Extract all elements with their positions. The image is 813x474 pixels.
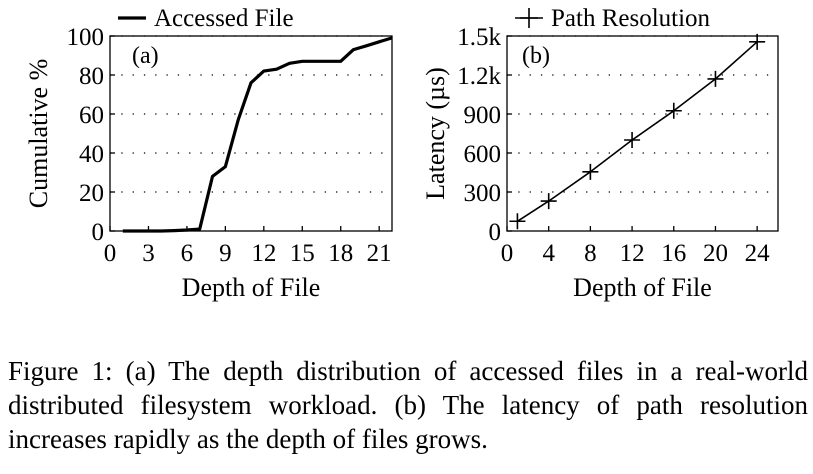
x-tick-label: 12 [620,240,645,267]
x-tick-label: 20 [703,240,728,267]
y-tick-label: 1.2k [457,63,501,90]
figure-caption: Figure 1: (a) The depth distribution of … [8,356,808,454]
x-tick-label: 16 [661,240,686,267]
series-line [516,41,758,222]
y-tick-label: 0 [489,219,502,246]
y-tick-label: 100 [67,24,105,51]
panel-label: (b) [522,43,550,69]
legend-label: Accessed File [154,5,294,32]
data-point [707,70,724,87]
x-axis-label: Depth of File [182,273,321,302]
x-tick-label: 3 [142,240,155,267]
data-point [624,132,641,148]
x-tick-label: 21 [367,240,392,267]
y-tick-label: 1.5k [457,24,501,51]
data-point [509,213,526,230]
y-tick-label: 0 [92,219,105,246]
y-tick-label: 300 [464,180,502,207]
x-tick-label: 15 [290,240,315,267]
y-tick-label: 600 [464,141,502,168]
y-tick-label: 40 [79,141,104,168]
panel-label: (a) [132,43,159,69]
data-point [582,163,599,180]
series-line [122,36,393,233]
x-axis-label: Depth of File [573,273,712,302]
data-point [665,102,682,119]
x-tick-label: 4 [542,240,555,267]
x-tick-label: 0 [501,240,514,267]
x-tick-label: 6 [181,240,194,267]
x-tick-label: 0 [104,240,117,267]
y-axis-label: Latency (µs) [421,67,450,200]
y-tick-label: 20 [79,180,104,207]
legend-plus-marker [520,8,538,28]
y-axis-label: Cumulative % [24,59,53,208]
plot-frame [109,35,393,232]
x-tick-label: 8 [584,240,597,267]
x-tick-label: 12 [251,240,276,267]
y-tick-label: 80 [79,63,104,90]
legend-label: Path Resolution [551,5,711,32]
data-point [749,33,766,50]
x-tick-label: 9 [219,240,232,267]
data-point [540,193,557,210]
plot-frame [506,35,779,232]
x-tick-label: 18 [328,240,353,267]
y-tick-label: 900 [464,102,502,129]
y-tick-label: 60 [79,102,104,129]
x-tick-label: 24 [745,240,771,267]
